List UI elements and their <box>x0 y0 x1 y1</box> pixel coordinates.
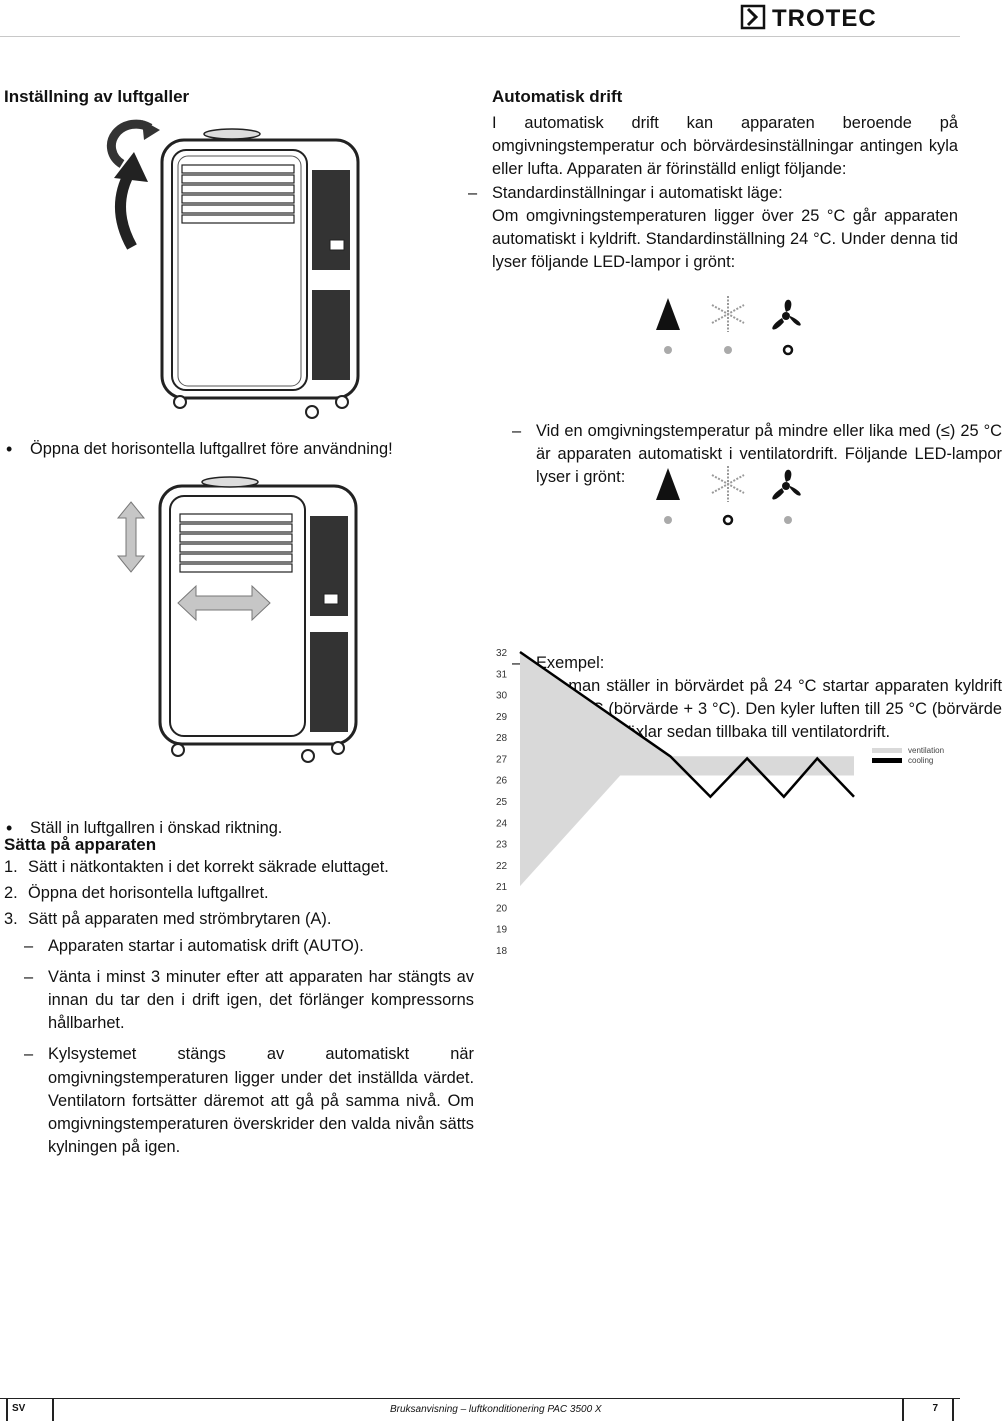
footer: SV Bruksanvisning – luftkonditionering P… <box>0 1398 960 1421</box>
legend-swatch <box>872 748 902 753</box>
led-indicator <box>784 516 792 524</box>
left-column: Inställning av luftgaller <box>4 86 474 108</box>
y-tick-label: 24 <box>496 818 508 829</box>
y-tick-label: 27 <box>496 754 508 765</box>
step-3: 3.Sätt på apparaten med strömbrytaren (A… <box>4 910 332 929</box>
dash-wait: Vänta i minst 3 minuter efter att appara… <box>4 966 474 1036</box>
horizontal-double-arrow-icon <box>177 584 271 622</box>
led-panel-fan <box>656 466 801 526</box>
led-indicator <box>664 516 672 524</box>
fan-icon <box>772 299 801 330</box>
ventilation-area <box>520 652 854 776</box>
y-tick-label: 25 <box>496 797 508 808</box>
fan-icon <box>772 469 801 500</box>
bullet-open-grille: Öppna det horisontella luftgallret före … <box>4 438 490 461</box>
temperature-chart: 32 31 30 29 28 27 26 25 24 23 22 21 20 19 18 ventilatio… <box>496 648 944 957</box>
led-panel-cooling <box>656 296 801 356</box>
snowflake-icon <box>711 296 745 332</box>
svg-text:TROTEC: TROTEC <box>772 5 877 32</box>
y-tick-label: 26 <box>496 776 508 787</box>
legend-label: cooling <box>908 756 933 765</box>
example-title: Exempel: <box>536 653 605 672</box>
led-indicator-on <box>722 514 734 526</box>
y-tick-label: 20 <box>496 903 508 914</box>
legend-swatch <box>872 758 902 763</box>
cooling-line <box>519 650 855 799</box>
language-label: SV <box>12 1403 26 1414</box>
dash-default-title: Standardinställningar i automatiskt läge… <box>492 183 783 202</box>
y-tick-label: 18 <box>496 946 508 957</box>
air-conditioner-illustration-closed <box>106 119 360 419</box>
manual-title: Bruksanvisning – luftkonditionering PAC … <box>390 1404 602 1415</box>
dash-default: Standardinställningar i automatiskt läge… <box>448 182 958 275</box>
led-indicator <box>664 346 672 354</box>
header-divider <box>0 36 960 37</box>
air-conditioner-illustration-open <box>158 476 358 763</box>
y-tick-label: 31 <box>496 669 508 680</box>
step-2: 2.Öppna det horisontella luftgallret. <box>4 884 269 903</box>
arrow-up-icon <box>114 152 148 250</box>
dash-low-temp: Vid en omgivningstemperatur på mindre el… <box>492 420 1002 490</box>
ventilation-area-lower <box>520 775 621 887</box>
dash-auto-start: Apparaten startar i automatisk drift (AU… <box>4 935 474 958</box>
triangle-icon <box>656 468 680 500</box>
page-number: 7 <box>932 1403 938 1414</box>
trotec-logo: TROTEC <box>740 4 877 32</box>
y-tick-label: 21 <box>496 882 508 893</box>
step-1: 1.Sätt i nätkontakten i det korrekt säkr… <box>4 858 389 876</box>
heading-auto: Automatisk drift <box>492 87 623 106</box>
y-tick-label: 30 <box>496 691 508 702</box>
bullet-adjust-grille: Ställ in luftgallren i önskad riktning. <box>4 817 490 840</box>
y-tick-label: 19 <box>496 925 508 936</box>
y-tick-label: 23 <box>496 840 508 851</box>
y-tick-label: 28 <box>496 733 508 744</box>
led-indicator-on <box>782 344 794 356</box>
dash-default-text: Om omgivningstemperaturen ligger över 25… <box>492 206 958 272</box>
start-section: Sätta på apparaten 1.Sätt i nätkontakten… <box>4 834 474 1159</box>
legend-label: ventilation <box>908 746 944 755</box>
snowflake-icon <box>711 466 745 502</box>
y-tick-label: 22 <box>496 861 508 872</box>
heading-start: Sätta på apparaten <box>4 835 157 854</box>
y-tick-label: 32 <box>496 648 508 659</box>
auto-intro: I automatisk drift kan apparaten beroend… <box>492 114 958 179</box>
heading-grille: Inställning av luftgaller <box>4 87 190 106</box>
led-indicator <box>724 346 732 354</box>
y-tick-label: 29 <box>496 712 508 723</box>
dash-cooling-off: Kylsystemet stängs av automatiskt när om… <box>4 1043 474 1159</box>
triangle-icon <box>656 298 680 330</box>
right-column: Automatisk drift I automatisk drift kan … <box>468 86 958 274</box>
vertical-double-arrow-icon <box>116 501 146 573</box>
